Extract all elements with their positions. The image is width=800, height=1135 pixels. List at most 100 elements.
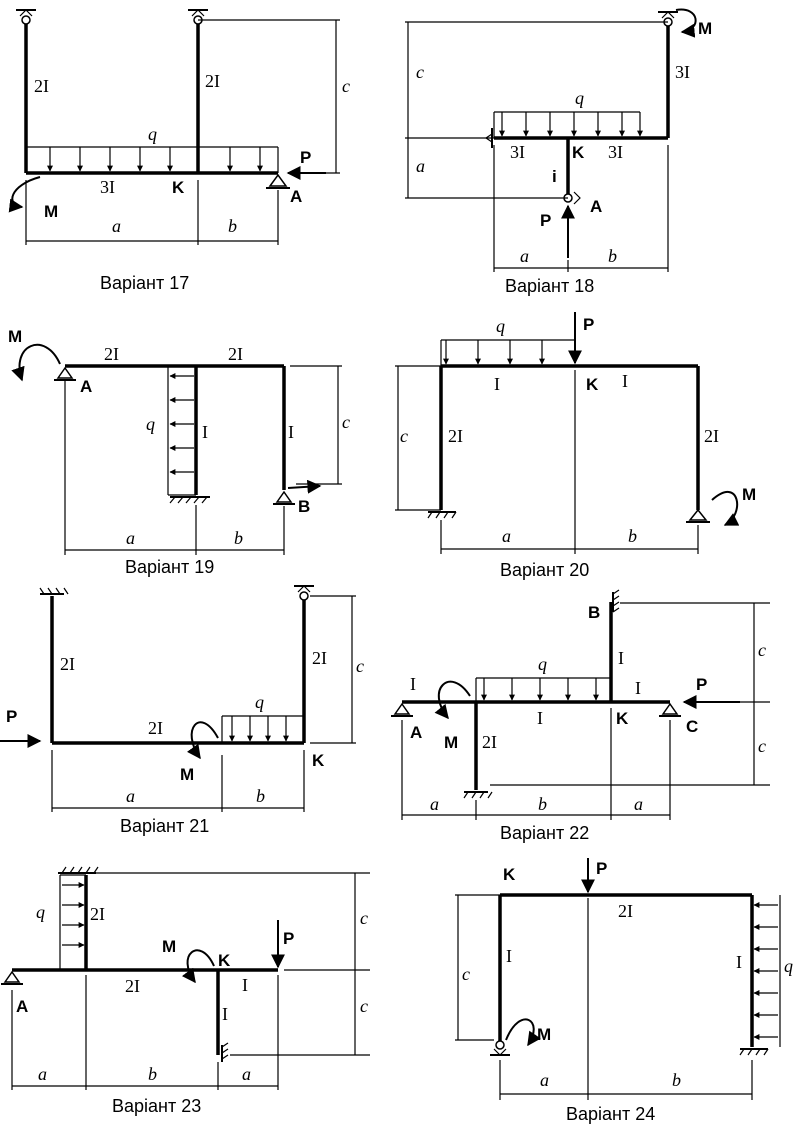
dimension-label-c: c — [360, 908, 368, 928]
stiffness-label: i — [552, 167, 557, 186]
dimension-lines — [405, 21, 669, 272]
moment-label-m: M — [444, 733, 458, 752]
support-label-a: A — [590, 197, 602, 216]
dimension-lines — [64, 365, 342, 555]
moment-label-m: M — [537, 1025, 551, 1044]
pin-support-icon — [16, 9, 36, 25]
force-label-p: P — [6, 707, 17, 726]
dimension-label-b: b — [228, 216, 237, 236]
dimension-label-c: c — [342, 412, 350, 432]
dimension-lines — [11, 872, 370, 1090]
variant-22: B I I I I q P A M 2I K C a b a c c Варіа… — [391, 589, 770, 843]
stiffness-label: I — [618, 648, 624, 668]
dimension-lines — [401, 602, 770, 820]
stiffness-label: 2I — [618, 901, 633, 921]
support-label-c: C — [686, 717, 698, 736]
dimension-label-a: a — [634, 794, 643, 814]
fixed-support-icon — [427, 511, 457, 519]
roller-support-icon — [1, 970, 23, 985]
distributed-load-arrows — [229, 716, 289, 742]
dimension-label-c: c — [400, 426, 408, 446]
variant-19: M A 2I 2I I I q B a b c Варіант 19 — [8, 327, 350, 577]
dimension-label-a: a — [126, 528, 135, 548]
stiffness-label: I — [410, 674, 416, 694]
roller-support-icon — [266, 173, 290, 189]
dimension-label-c: c — [462, 964, 470, 984]
distributed-load-arrows — [481, 678, 599, 701]
moment-arrow — [8, 176, 41, 213]
moment-arrow — [434, 680, 471, 720]
stiffness-label: 2I — [90, 904, 105, 924]
point-label-k: K — [218, 951, 231, 970]
dimension-label-a: a — [540, 1070, 549, 1090]
variant-17: 2I 2I 3I q P M K A a b c Варіант 17 — [8, 9, 350, 293]
dimension-lines — [25, 19, 340, 245]
stiffness-label: I — [494, 374, 500, 394]
force-label-p: P — [283, 929, 294, 948]
dimension-label-b: b — [256, 786, 265, 806]
fixed-support-icon — [169, 496, 210, 504]
moment-arrow — [186, 721, 219, 760]
variant-23: q 2I 2I M K P I I A a b a c c Варіант 23 — [1, 866, 370, 1116]
moment-label-m: M — [180, 765, 194, 784]
stiffness-label: I — [635, 678, 641, 698]
force-label-b: B — [298, 497, 310, 516]
point-label-k: K — [503, 865, 516, 884]
load-label-q: q — [575, 88, 584, 108]
stiffness-label: 2I — [60, 654, 75, 674]
dimension-label-a: a — [520, 246, 529, 266]
stiffness-label: I — [222, 1004, 228, 1024]
fixed-support-icon — [221, 1042, 229, 1062]
dimension-label-b: b — [672, 1070, 681, 1090]
force-label-p: P — [696, 675, 707, 694]
load-label-q: q — [784, 956, 793, 976]
roller-support-icon — [391, 702, 413, 717]
point-label-k: K — [616, 709, 629, 728]
moment-label-m: M — [8, 327, 22, 346]
stiffness-label: 2I — [228, 344, 243, 364]
moment-arrow — [711, 491, 740, 526]
stiffness-label: 2I — [205, 71, 220, 91]
dimension-label-a: a — [502, 526, 511, 546]
stiffness-label: 3I — [510, 142, 525, 162]
dimension-label-c: c — [356, 656, 364, 676]
stiffness-label: 2I — [312, 648, 327, 668]
load-label-q: q — [496, 316, 505, 336]
dimension-label-a: a — [38, 1064, 47, 1084]
force-label-p: P — [300, 148, 311, 167]
stiffness-label: I — [736, 952, 742, 972]
point-label-b: B — [588, 603, 600, 622]
dimension-lines — [395, 365, 699, 554]
moment-label-m: M — [162, 937, 176, 956]
fixed-support-icon — [612, 589, 620, 613]
point-label-k: K — [172, 178, 185, 197]
dimension-lines — [455, 894, 753, 1100]
stiffness-label: 2I — [704, 426, 719, 446]
stiffness-label: I — [537, 708, 543, 728]
stiffness-label: I — [202, 422, 208, 442]
pin-support-icon — [658, 11, 678, 27]
stiffness-label: 2I — [34, 76, 49, 96]
stiffness-label: 2I — [125, 976, 140, 996]
support-label-a: A — [410, 723, 422, 742]
dimension-lines — [51, 595, 356, 812]
support-label-a: A — [80, 377, 92, 396]
load-label-q: q — [36, 902, 45, 922]
dimension-label-a: a — [126, 786, 135, 806]
distributed-load-arrows — [753, 902, 778, 1040]
stiffness-label: I — [622, 371, 628, 391]
dimension-label-a: a — [112, 216, 121, 236]
variant-caption: Варіант 18 — [505, 276, 594, 296]
variant-18: 3I 3I 3I q M K P A i a b c a Варіант 18 — [405, 8, 712, 296]
dimension-label-a: a — [430, 794, 439, 814]
force-label-p: P — [540, 211, 551, 230]
fixed-support-icon — [39, 587, 69, 595]
force-label-p: P — [583, 315, 594, 334]
distributed-load-arrows — [169, 373, 194, 475]
stiffness-label: 3I — [675, 62, 690, 82]
dimension-label-a: a — [416, 156, 425, 176]
stiffness-label: 2I — [148, 718, 163, 738]
load-label-q: q — [146, 414, 155, 434]
point-label-k: K — [312, 751, 325, 770]
